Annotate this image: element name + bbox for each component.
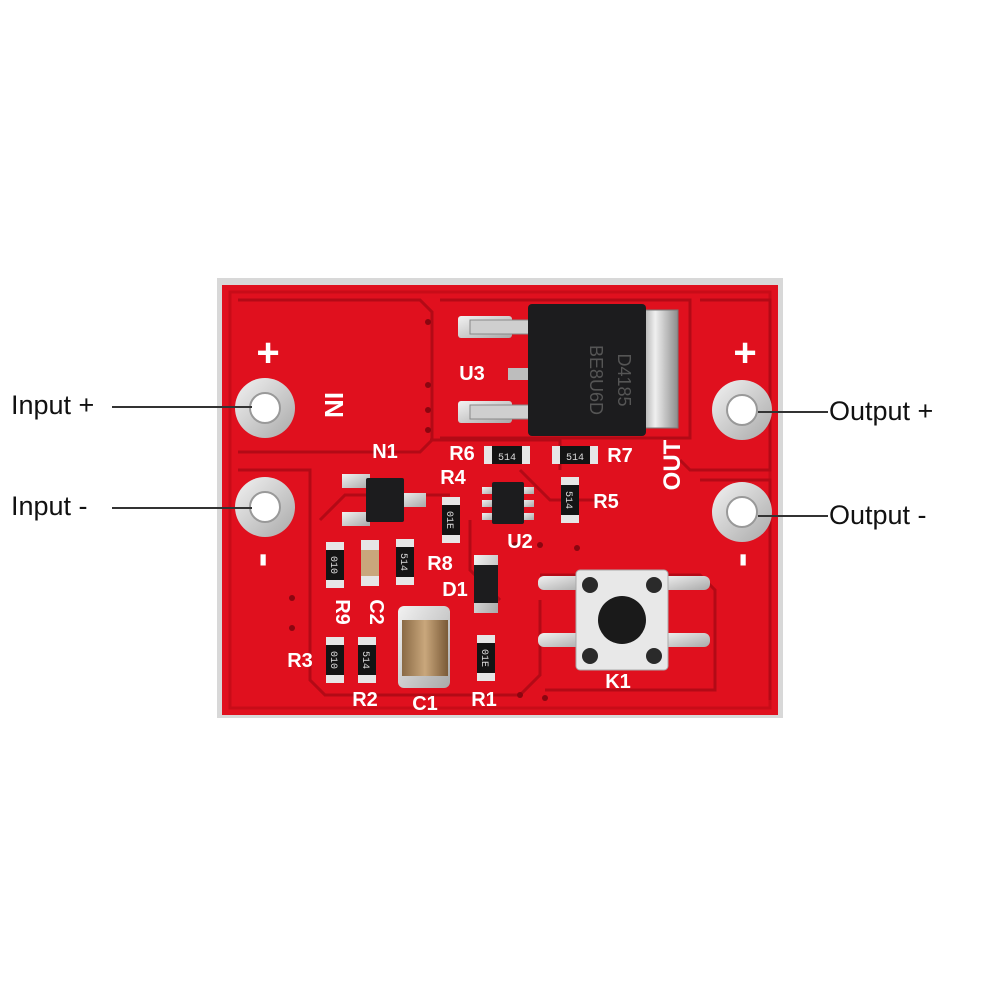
resistor-r8: 514	[396, 539, 414, 585]
r2-code: 514	[359, 651, 370, 669]
r6-code: 514	[498, 453, 516, 464]
silk-u2: U2	[507, 531, 533, 553]
silk-d1: D1	[442, 579, 468, 601]
resistor-r2: 514	[358, 637, 376, 683]
silk-r8: R8	[427, 553, 453, 575]
callout-input-plus: Input +	[11, 390, 95, 420]
terminal-input-plus	[235, 378, 295, 438]
leader-output-plus	[758, 411, 828, 413]
r7-code: 514	[566, 453, 584, 464]
silk-minus-left: -	[242, 553, 291, 568]
silk-in: IN	[319, 392, 349, 418]
silk-r9: R9	[331, 599, 353, 625]
silk-r7: R7	[607, 445, 633, 467]
silk-r6: R6	[449, 443, 475, 465]
callout-output-plus: Output +	[829, 396, 934, 426]
silk-out: OUT	[659, 439, 686, 490]
silk-r5: R5	[593, 491, 619, 513]
resistor-r5: 514	[561, 477, 579, 523]
c1-capacitor	[398, 606, 450, 688]
silk-plus-right: +	[733, 331, 756, 375]
silk-r4: R4	[440, 467, 466, 489]
silk-c1: C1	[412, 693, 438, 715]
silk-minus-right: -	[722, 553, 771, 568]
resistor-r6: 514	[484, 446, 530, 464]
resistor-r7: 514	[552, 446, 598, 464]
u2-chip	[482, 482, 534, 524]
resistor-r1: 01E	[477, 635, 495, 681]
silk-k1: K1	[605, 671, 631, 693]
silk-r1: R1	[471, 689, 497, 711]
r4-code: 01E	[443, 511, 454, 529]
callout-output-minus: Output -	[829, 500, 927, 530]
leader-input-plus	[112, 406, 252, 408]
u3-marking-line2: BE8U6D	[586, 345, 606, 415]
leader-output-minus	[758, 515, 828, 517]
u3-marking-line1: D4185	[614, 353, 634, 406]
c2-capacitor	[361, 540, 379, 586]
silk-r2: R2	[352, 689, 378, 711]
resistor-left: 010	[326, 542, 344, 588]
r-left-code: 010	[327, 556, 338, 574]
resistor-r4: 01E	[442, 497, 460, 543]
callout-input-minus: Input -	[11, 491, 88, 521]
silk-plus-left: +	[256, 331, 279, 375]
u3-regulator: BE8U6D D4185	[458, 304, 679, 436]
k1-push-button	[538, 569, 710, 671]
r8-code: 514	[397, 553, 408, 571]
resistor-r3: 010	[326, 637, 344, 683]
r1-code: 01E	[478, 649, 489, 667]
terminal-output-plus	[712, 380, 772, 440]
vias	[289, 319, 580, 701]
resistors: 514 514 01E 514 514 010 010 514 01E	[326, 446, 598, 683]
n1-transistor	[342, 474, 426, 526]
silk-u3: U3	[459, 363, 485, 385]
d1-diode	[474, 555, 498, 613]
r5-code: 514	[562, 491, 573, 509]
terminal-output-minus	[712, 482, 772, 542]
leader-input-minus	[112, 507, 252, 509]
terminal-input-minus	[235, 477, 295, 537]
silk-n1: N1	[372, 441, 398, 463]
r3-code: 010	[327, 651, 338, 669]
silk-c2: C2	[365, 599, 387, 625]
silk-r3: R3	[287, 650, 313, 672]
